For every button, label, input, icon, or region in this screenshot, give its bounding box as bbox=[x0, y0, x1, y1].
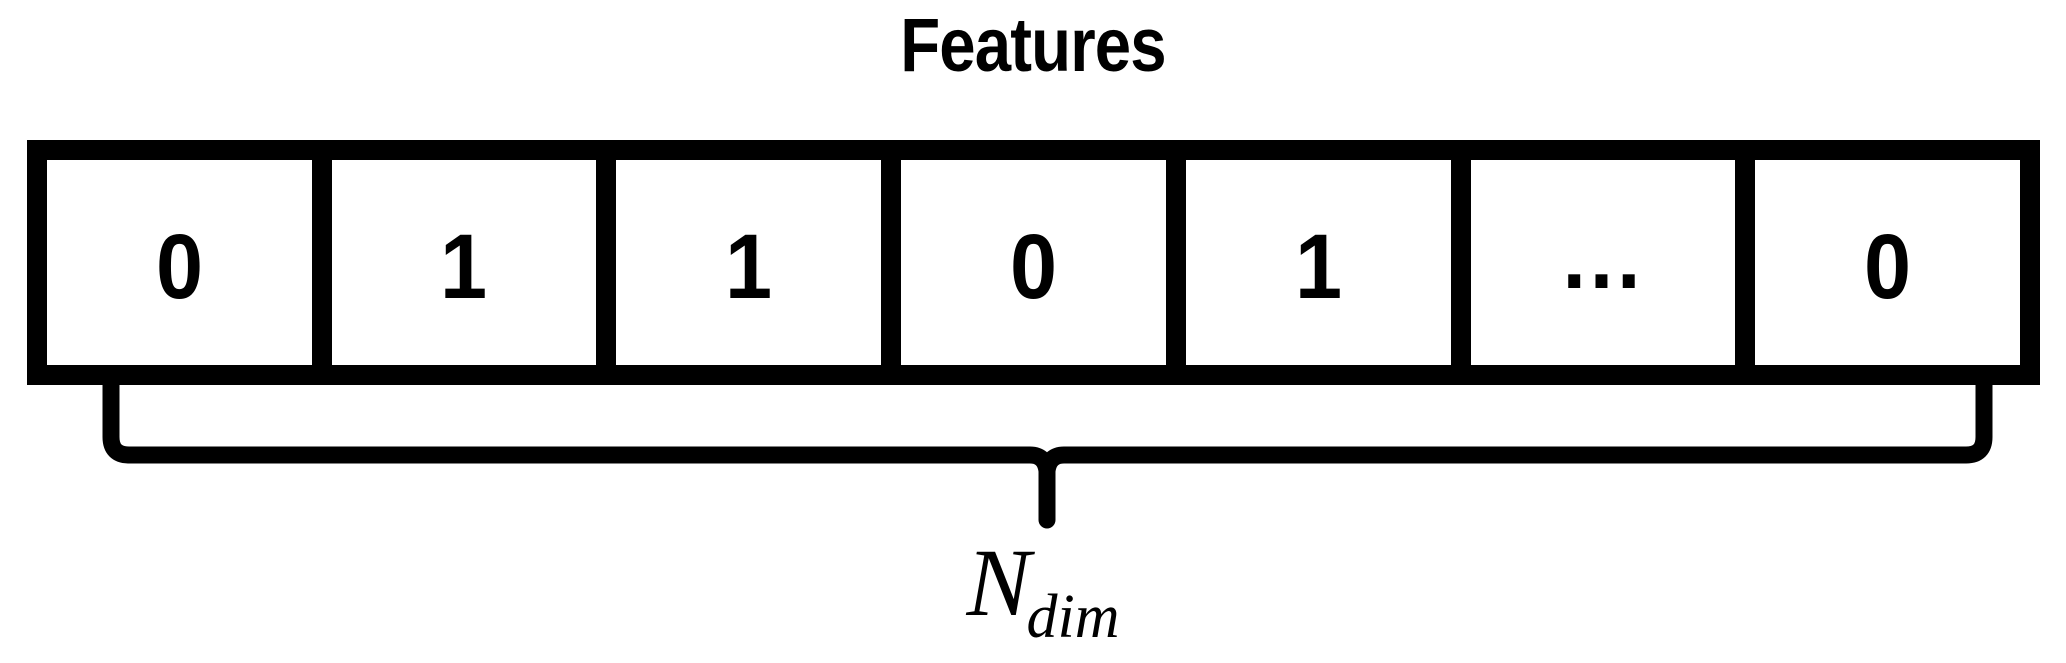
feature-cell-value: 0 bbox=[1864, 215, 1912, 318]
feature-cell-4: 1 bbox=[1185, 160, 1451, 365]
feature-cell-2: 1 bbox=[616, 160, 882, 365]
feature-cell-value: 1 bbox=[440, 215, 488, 318]
ellipsis-icon: ... bbox=[1562, 205, 1644, 308]
dimension-brace bbox=[95, 385, 2000, 529]
page-title: Features bbox=[900, 3, 1166, 88]
feature-cell-ellipsis: ... bbox=[1470, 160, 1736, 365]
feature-cell-0: 0 bbox=[47, 160, 312, 365]
feature-cell-value: 1 bbox=[725, 215, 773, 318]
dimension-subscript: dim bbox=[1026, 583, 1120, 651]
curly-brace-icon bbox=[102, 385, 1993, 529]
feature-cell-value: 0 bbox=[155, 215, 203, 318]
feature-cell-value: 0 bbox=[1009, 215, 1058, 318]
feature-cell-value: 1 bbox=[1294, 215, 1342, 318]
feature-cell-1: 1 bbox=[331, 160, 597, 365]
dimension-symbol: N bbox=[966, 529, 1031, 636]
feature-cell-6: 0 bbox=[1755, 160, 2021, 365]
feature-vector-box: 0 1 1 0 1 ... 0 bbox=[27, 140, 2040, 385]
feature-cell-3: 0 bbox=[901, 160, 1166, 365]
dimension-label: Ndim bbox=[0, 528, 2066, 651]
